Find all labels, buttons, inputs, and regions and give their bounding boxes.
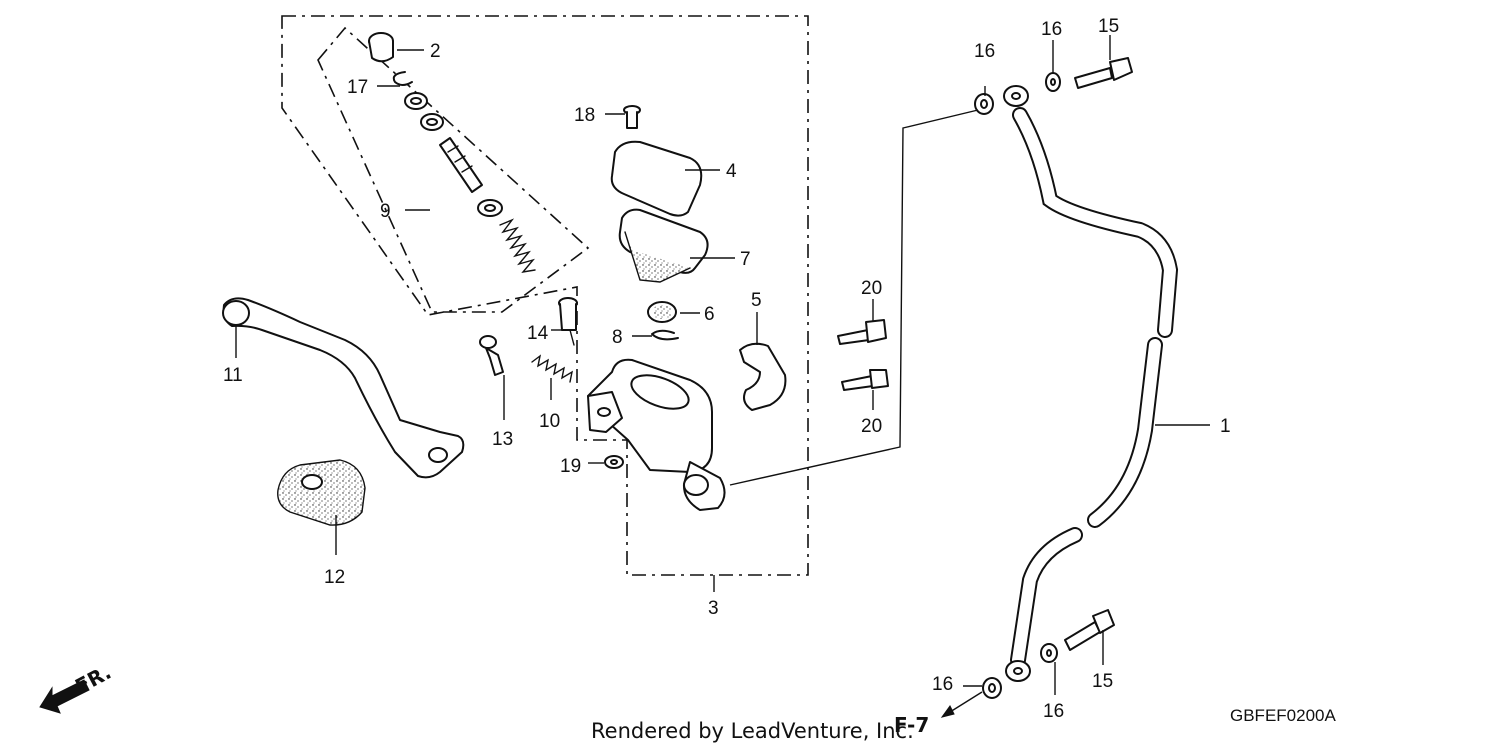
part-5-holder [739, 342, 787, 411]
part-16-washer-top-right [1045, 72, 1061, 92]
callout-9: 9 [380, 201, 391, 222]
part-2-boot [368, 32, 394, 63]
leader-lines [235, 35, 1210, 695]
callout-8: 8 [612, 327, 623, 348]
render-credit: Rendered by LeadVenture, Inc. [591, 719, 914, 743]
part-12-switch [277, 459, 366, 526]
diagram-code: GBFEF0200A [1230, 706, 1336, 725]
part-16-washer-top-left [974, 93, 994, 115]
callout-16-bottom-left: 16 [932, 674, 953, 695]
callout-1: 1 [1220, 416, 1231, 437]
callout-10: 10 [539, 411, 560, 432]
part-17-circlip [392, 71, 413, 86]
part-11-lever-pivot [428, 447, 448, 463]
callout-3: 3 [708, 598, 719, 619]
part-15-bolt-bottom [1064, 609, 1115, 651]
page-ref-label: F-7 [894, 713, 929, 737]
part-11-lever [222, 297, 465, 479]
callout-18: 18 [574, 105, 595, 126]
callout-16-top-left: 16 [974, 41, 995, 62]
part-7-diaphragm [618, 208, 709, 283]
assembly-9-outline [317, 26, 590, 313]
part-20-bolt-upper [837, 319, 887, 345]
callout-12: 12 [324, 567, 345, 588]
part-19-nut [604, 455, 624, 469]
part-3-master-cylinder [587, 358, 726, 511]
callout-11: 11 [223, 365, 243, 386]
callout-6: 6 [704, 304, 715, 325]
callout-19: 19 [560, 456, 581, 477]
callout-14: 14 [527, 323, 549, 344]
part-1-brake-hose [1003, 85, 1179, 682]
part-9-piston-set [404, 92, 536, 274]
assembly-3-outline [281, 15, 809, 576]
callout-20-upper: 20 [861, 278, 882, 299]
callout-15-bottom: 15 [1092, 671, 1113, 692]
callout-2: 2 [430, 41, 441, 62]
page-ref-arrow-icon [940, 691, 983, 718]
callout-15-top: 15 [1098, 16, 1119, 37]
part-4-reservoir-cap [610, 140, 703, 217]
part-16-washer-bottom-left [982, 677, 1002, 699]
part-16-washer-bottom-right [1040, 643, 1058, 663]
callout-7: 7 [740, 249, 751, 270]
part-15-bolt-top [1074, 57, 1133, 89]
callout-17: 17 [347, 77, 368, 98]
front-direction-arrow-icon [39, 679, 90, 714]
callout-20-lower: 20 [861, 416, 882, 437]
part-11-lever-tip [222, 300, 250, 326]
part-14-pivot-bolt [558, 297, 578, 346]
part-10-spring [531, 354, 573, 383]
part-13-adjuster [479, 335, 504, 376]
callout-16-top-right: 16 [1041, 19, 1062, 40]
part-8-circlip [651, 329, 679, 341]
part-20-bolt-lower [841, 369, 889, 391]
callout-16-bottom-right: 16 [1043, 701, 1064, 722]
part-18-screw [623, 105, 641, 129]
callout-4: 4 [726, 161, 737, 182]
callout-13: 13 [492, 429, 513, 450]
part-6-boot [647, 301, 677, 323]
callout-5: 5 [751, 290, 762, 311]
